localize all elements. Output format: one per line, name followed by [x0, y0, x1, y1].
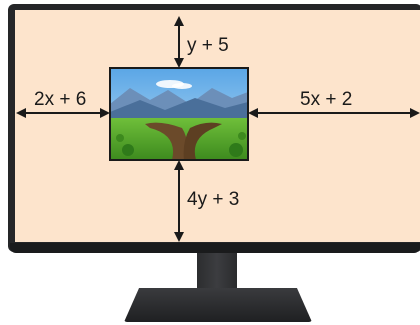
bottom-margin-label: 4y + 3	[187, 189, 240, 210]
monitor-stand-base	[124, 288, 312, 322]
right-margin-label: 5x + 2	[300, 89, 353, 110]
top-margin-label: y + 5	[187, 35, 229, 56]
monitor-stand-neck	[197, 253, 237, 291]
left-margin-label: 2x + 6	[34, 89, 87, 110]
monitor-chin	[10, 243, 420, 253]
landscape-picture-icon	[109, 67, 249, 161]
